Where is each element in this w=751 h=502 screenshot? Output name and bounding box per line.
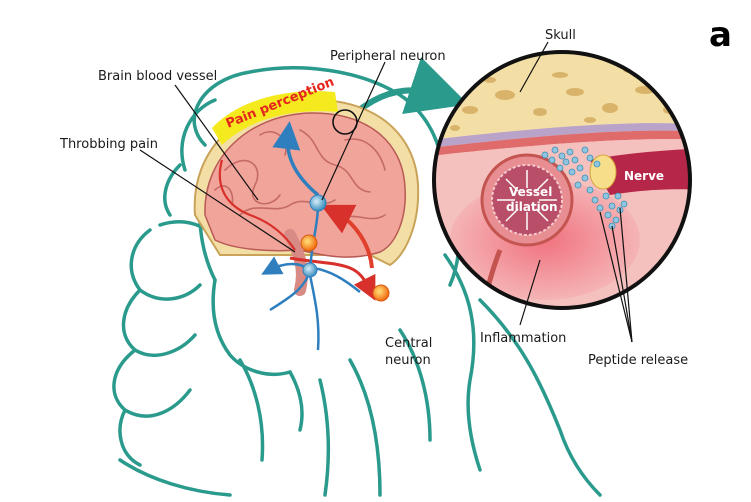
central-neuron-node <box>372 284 390 302</box>
label-throbbing-pain: Throbbing pain <box>59 137 158 152</box>
artery-path <box>289 256 376 301</box>
central-neuron-node-upper <box>300 234 318 252</box>
brain-blood-vessel-line <box>218 159 296 251</box>
label-central-neuron-2: neuron <box>385 353 431 368</box>
panel-letter: a <box>709 15 732 55</box>
label-skull: Skull <box>545 28 576 43</box>
leader-lines <box>139 41 633 343</box>
blue-nerve-right <box>311 266 361 293</box>
label-brain-blood-vessel: Brain blood vessel <box>98 69 217 84</box>
label-nerve: Nerve <box>624 169 664 183</box>
nerve-fiber <box>590 148 690 195</box>
magnified-view <box>432 50 692 310</box>
blue-nerve-down <box>308 274 320 351</box>
label-peptide-release: Peptide release <box>588 353 688 368</box>
label-peripheral-neuron: Peripheral neuron <box>330 49 446 64</box>
label-inflammation: Inflammation <box>480 331 566 346</box>
blue-ascending-arrow <box>272 121 320 197</box>
pain-highlight <box>212 91 338 145</box>
label-vessel-dilation-2: dilation <box>506 200 558 214</box>
nerve-terminal <box>589 154 617 190</box>
label-central-neuron-1: Central <box>385 336 432 351</box>
red-ascending-arrow <box>320 204 374 269</box>
label-vessel-dilation-1: Vessel <box>509 185 552 199</box>
brain-stem <box>284 229 308 296</box>
blue-node-lower <box>302 262 318 278</box>
